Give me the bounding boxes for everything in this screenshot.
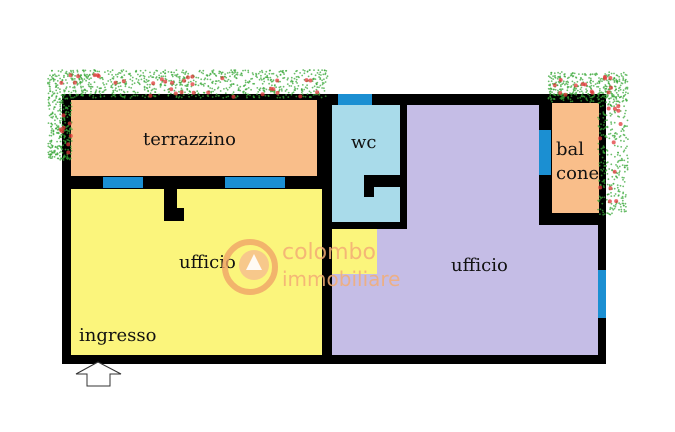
label-ufficio-left: ufficio [179, 252, 236, 273]
watermark: colombo immobiliare [282, 240, 400, 292]
room-ufficio-right [332, 105, 598, 355]
room-ufficio-left [71, 189, 322, 355]
watermark-line2: immobiliare [282, 267, 401, 291]
plants-balcone [547, 71, 629, 216]
room-terrazzino [71, 100, 317, 176]
label-ingresso: ingresso [79, 325, 157, 346]
label-wc: wc [351, 132, 377, 153]
window [539, 130, 551, 175]
plants-terrazzino [47, 69, 329, 161]
label-terrazzino: terrazzino [143, 129, 236, 150]
window [103, 177, 143, 188]
hallway [332, 229, 377, 274]
room-balcone [552, 103, 599, 213]
watermark-line1: colombo [282, 240, 376, 265]
up-arrow-icon [75, 361, 122, 387]
room-wc [332, 105, 400, 222]
wall-stub-left [164, 176, 177, 210]
colombo-logo-icon [222, 239, 278, 295]
wall-stub-left-foot [164, 208, 184, 221]
label-ufficio-right: ufficio [451, 255, 508, 276]
window [598, 270, 606, 318]
label-balcone-line1: bal [556, 139, 585, 160]
label-balcone-line2: cone [556, 163, 600, 184]
wall-wc-notch-v [364, 175, 374, 197]
window [225, 177, 285, 188]
window [338, 94, 372, 105]
